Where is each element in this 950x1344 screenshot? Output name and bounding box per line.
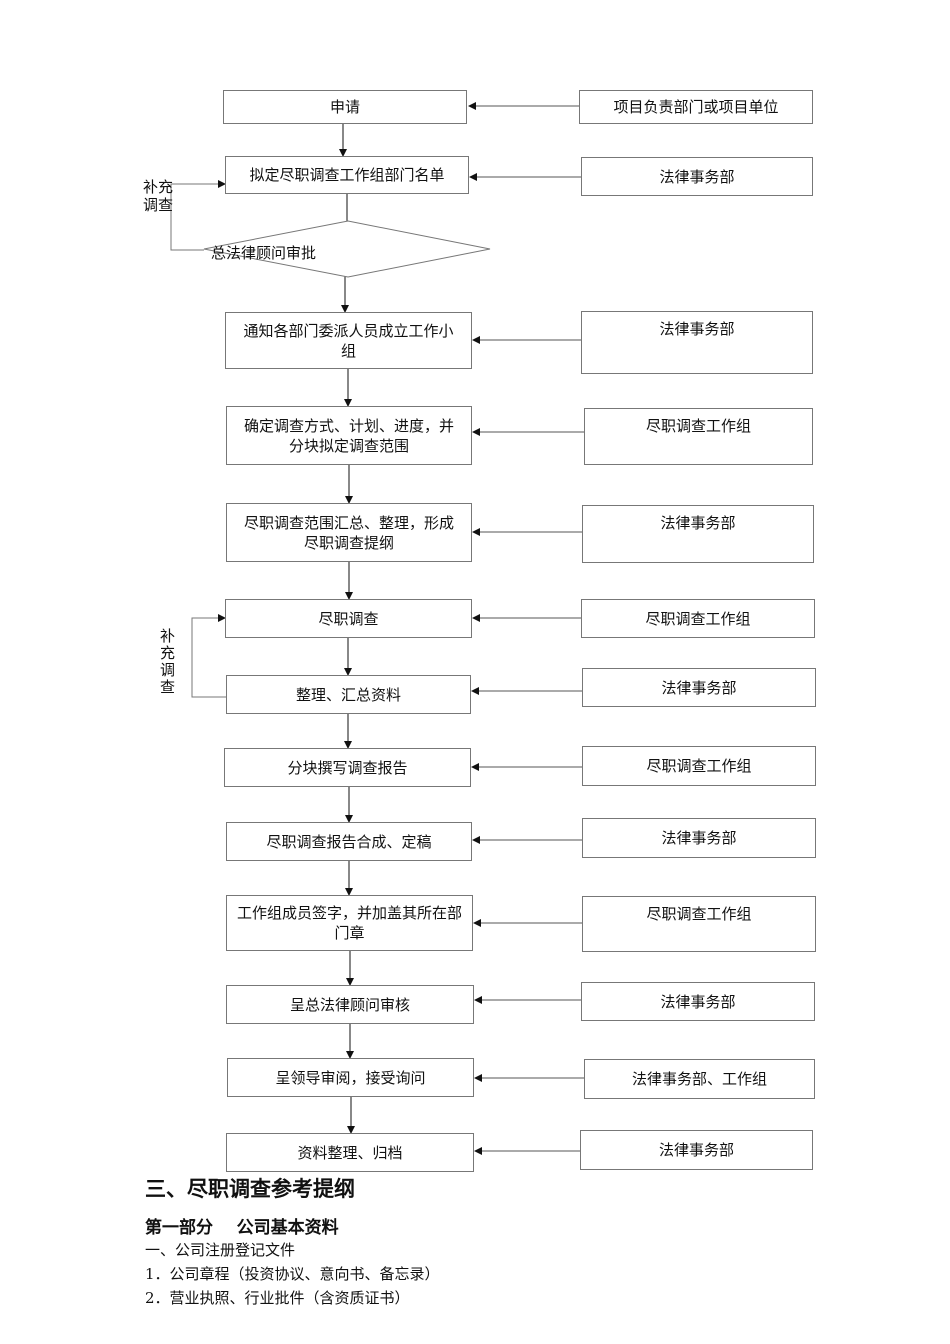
- step-label: 资料整理、归档: [297, 1143, 403, 1162]
- responsible-label: 法律事务部、工作组: [631, 1070, 767, 1088]
- loop-label-char: 充: [160, 644, 176, 662]
- step-label: 尽职调查范围汇总、整理，形成尽职调查提纲: [243, 513, 454, 552]
- step-draft-team-list: 拟定尽职调查工作组部门名单: [225, 156, 469, 194]
- step-label: 拟定尽职调查工作组部门名单: [249, 166, 445, 184]
- loop-label-line: 调查: [143, 196, 174, 214]
- loop-label-char: 查: [160, 678, 176, 696]
- outline-item: 1．公司章程（投资协议、意向书、备忘录）: [145, 1265, 440, 1283]
- feedback-loop-bottom: [191, 614, 226, 698]
- responsible-label: 尽职调查工作组: [646, 905, 752, 923]
- responsible-label: 尽职调查工作组: [645, 609, 751, 628]
- loop-label-char: 补: [160, 627, 176, 645]
- step-label: 通知各部门委派人员成立工作小组: [243, 321, 454, 360]
- section-title: 三、尽职调查参考提纲: [145, 1176, 355, 1201]
- part-title: 第一部分 公司基本资料: [145, 1218, 339, 1238]
- responsible-label: 尽职调查工作组: [646, 757, 752, 775]
- loop-label-bottom: 补 充 调 查: [160, 628, 175, 696]
- responsible-label: 尽职调查工作组: [645, 417, 751, 435]
- responsible-project-unit: 项目负责部门或项目单位: [579, 90, 813, 124]
- outline-item: 一、公司注册登记文件: [145, 1241, 296, 1259]
- step-counsel-review: 呈总法律顾问审核: [226, 985, 474, 1024]
- loop-label-line: 补充: [143, 178, 174, 196]
- responsible-label: 法律事务部: [661, 678, 737, 697]
- responsible-legal-dept: 法律事务部: [582, 818, 816, 858]
- responsible-legal-dept: 法律事务部: [580, 1130, 813, 1170]
- step-summarize-scope: 尽职调查范围汇总、整理，形成尽职调查提纲: [226, 503, 472, 562]
- responsible-legal-dept: 法律事务部: [581, 982, 815, 1021]
- responsible-dd-team: 尽职调查工作组: [582, 896, 816, 952]
- step-label: 尽职调查报告合成、定稿: [266, 832, 432, 851]
- step-write-report: 分块撰写调查报告: [224, 748, 471, 787]
- step-archive: 资料整理、归档: [226, 1133, 474, 1172]
- step-label: 申请: [329, 98, 360, 116]
- outline-item: 2．营业执照、行业批件（含资质证书）: [145, 1289, 410, 1307]
- responsible-label: 法律事务部: [658, 1141, 734, 1159]
- loop-label-top: 补充 调查: [143, 178, 173, 214]
- step-notify-departments: 通知各部门委派人员成立工作小组: [225, 312, 472, 369]
- responsible-label: 法律事务部: [659, 167, 735, 186]
- responsible-label: 法律事务部: [661, 829, 737, 847]
- step-label: 呈总法律顾问审核: [289, 995, 410, 1014]
- step-label: 呈领导审阅，接受询问: [275, 1068, 426, 1087]
- decision-diamond: [203, 220, 491, 278]
- responsible-legal-dept: 法律事务部: [582, 668, 816, 707]
- responsible-label: 项目负责部门或项目单位: [613, 98, 779, 116]
- step-leader-review: 呈领导审阅，接受询问: [227, 1058, 474, 1097]
- responsible-label: 法律事务部: [659, 320, 735, 338]
- decision-label: 总法律顾问审批: [211, 244, 317, 262]
- responsible-dd-team: 尽职调查工作组: [582, 746, 816, 786]
- flowchart: 申请 拟定尽职调查工作组部门名单 总法律顾问审批 通知各部门委派人员成立工作小组…: [143, 90, 816, 1172]
- step-finalize-report: 尽职调查报告合成、定稿: [226, 822, 472, 861]
- responsible-dd-team: 尽职调查工作组: [581, 599, 815, 638]
- flowchart-connectors: [170, 102, 584, 1155]
- responsible-label: 法律事务部: [660, 514, 736, 532]
- responsible-legal-dept: 法律事务部: [582, 505, 814, 563]
- step-label: 工作组成员签字，并加盖其所在部门章: [237, 904, 463, 942]
- responsible-legal-dept: 法律事务部: [581, 311, 813, 374]
- step-label: 整理、汇总资料: [295, 685, 401, 704]
- step-organize-materials: 整理、汇总资料: [226, 675, 471, 714]
- step-label: 确定调查方式、计划、进度，并分块拟定调查范围: [243, 416, 454, 455]
- step-due-diligence: 尽职调查: [225, 599, 472, 638]
- step-label: 尽职调查: [318, 609, 379, 628]
- responsible-label: 法律事务部: [660, 992, 736, 1011]
- step-sign-and-seal: 工作组成员签字，并加盖其所在部门章: [226, 895, 473, 951]
- responsible-legal-and-team: 法律事务部、工作组: [584, 1059, 815, 1099]
- feedback-loop-top: [170, 180, 226, 251]
- step-label: 分块撰写调查报告: [287, 758, 408, 777]
- responsible-legal-dept: 法律事务部: [581, 157, 813, 196]
- responsible-dd-team: 尽职调查工作组: [584, 408, 813, 465]
- loop-label-char: 调: [160, 661, 176, 679]
- step-apply: 申请: [223, 90, 467, 124]
- step-determine-method: 确定调查方式、计划、进度，并分块拟定调查范围: [226, 406, 472, 465]
